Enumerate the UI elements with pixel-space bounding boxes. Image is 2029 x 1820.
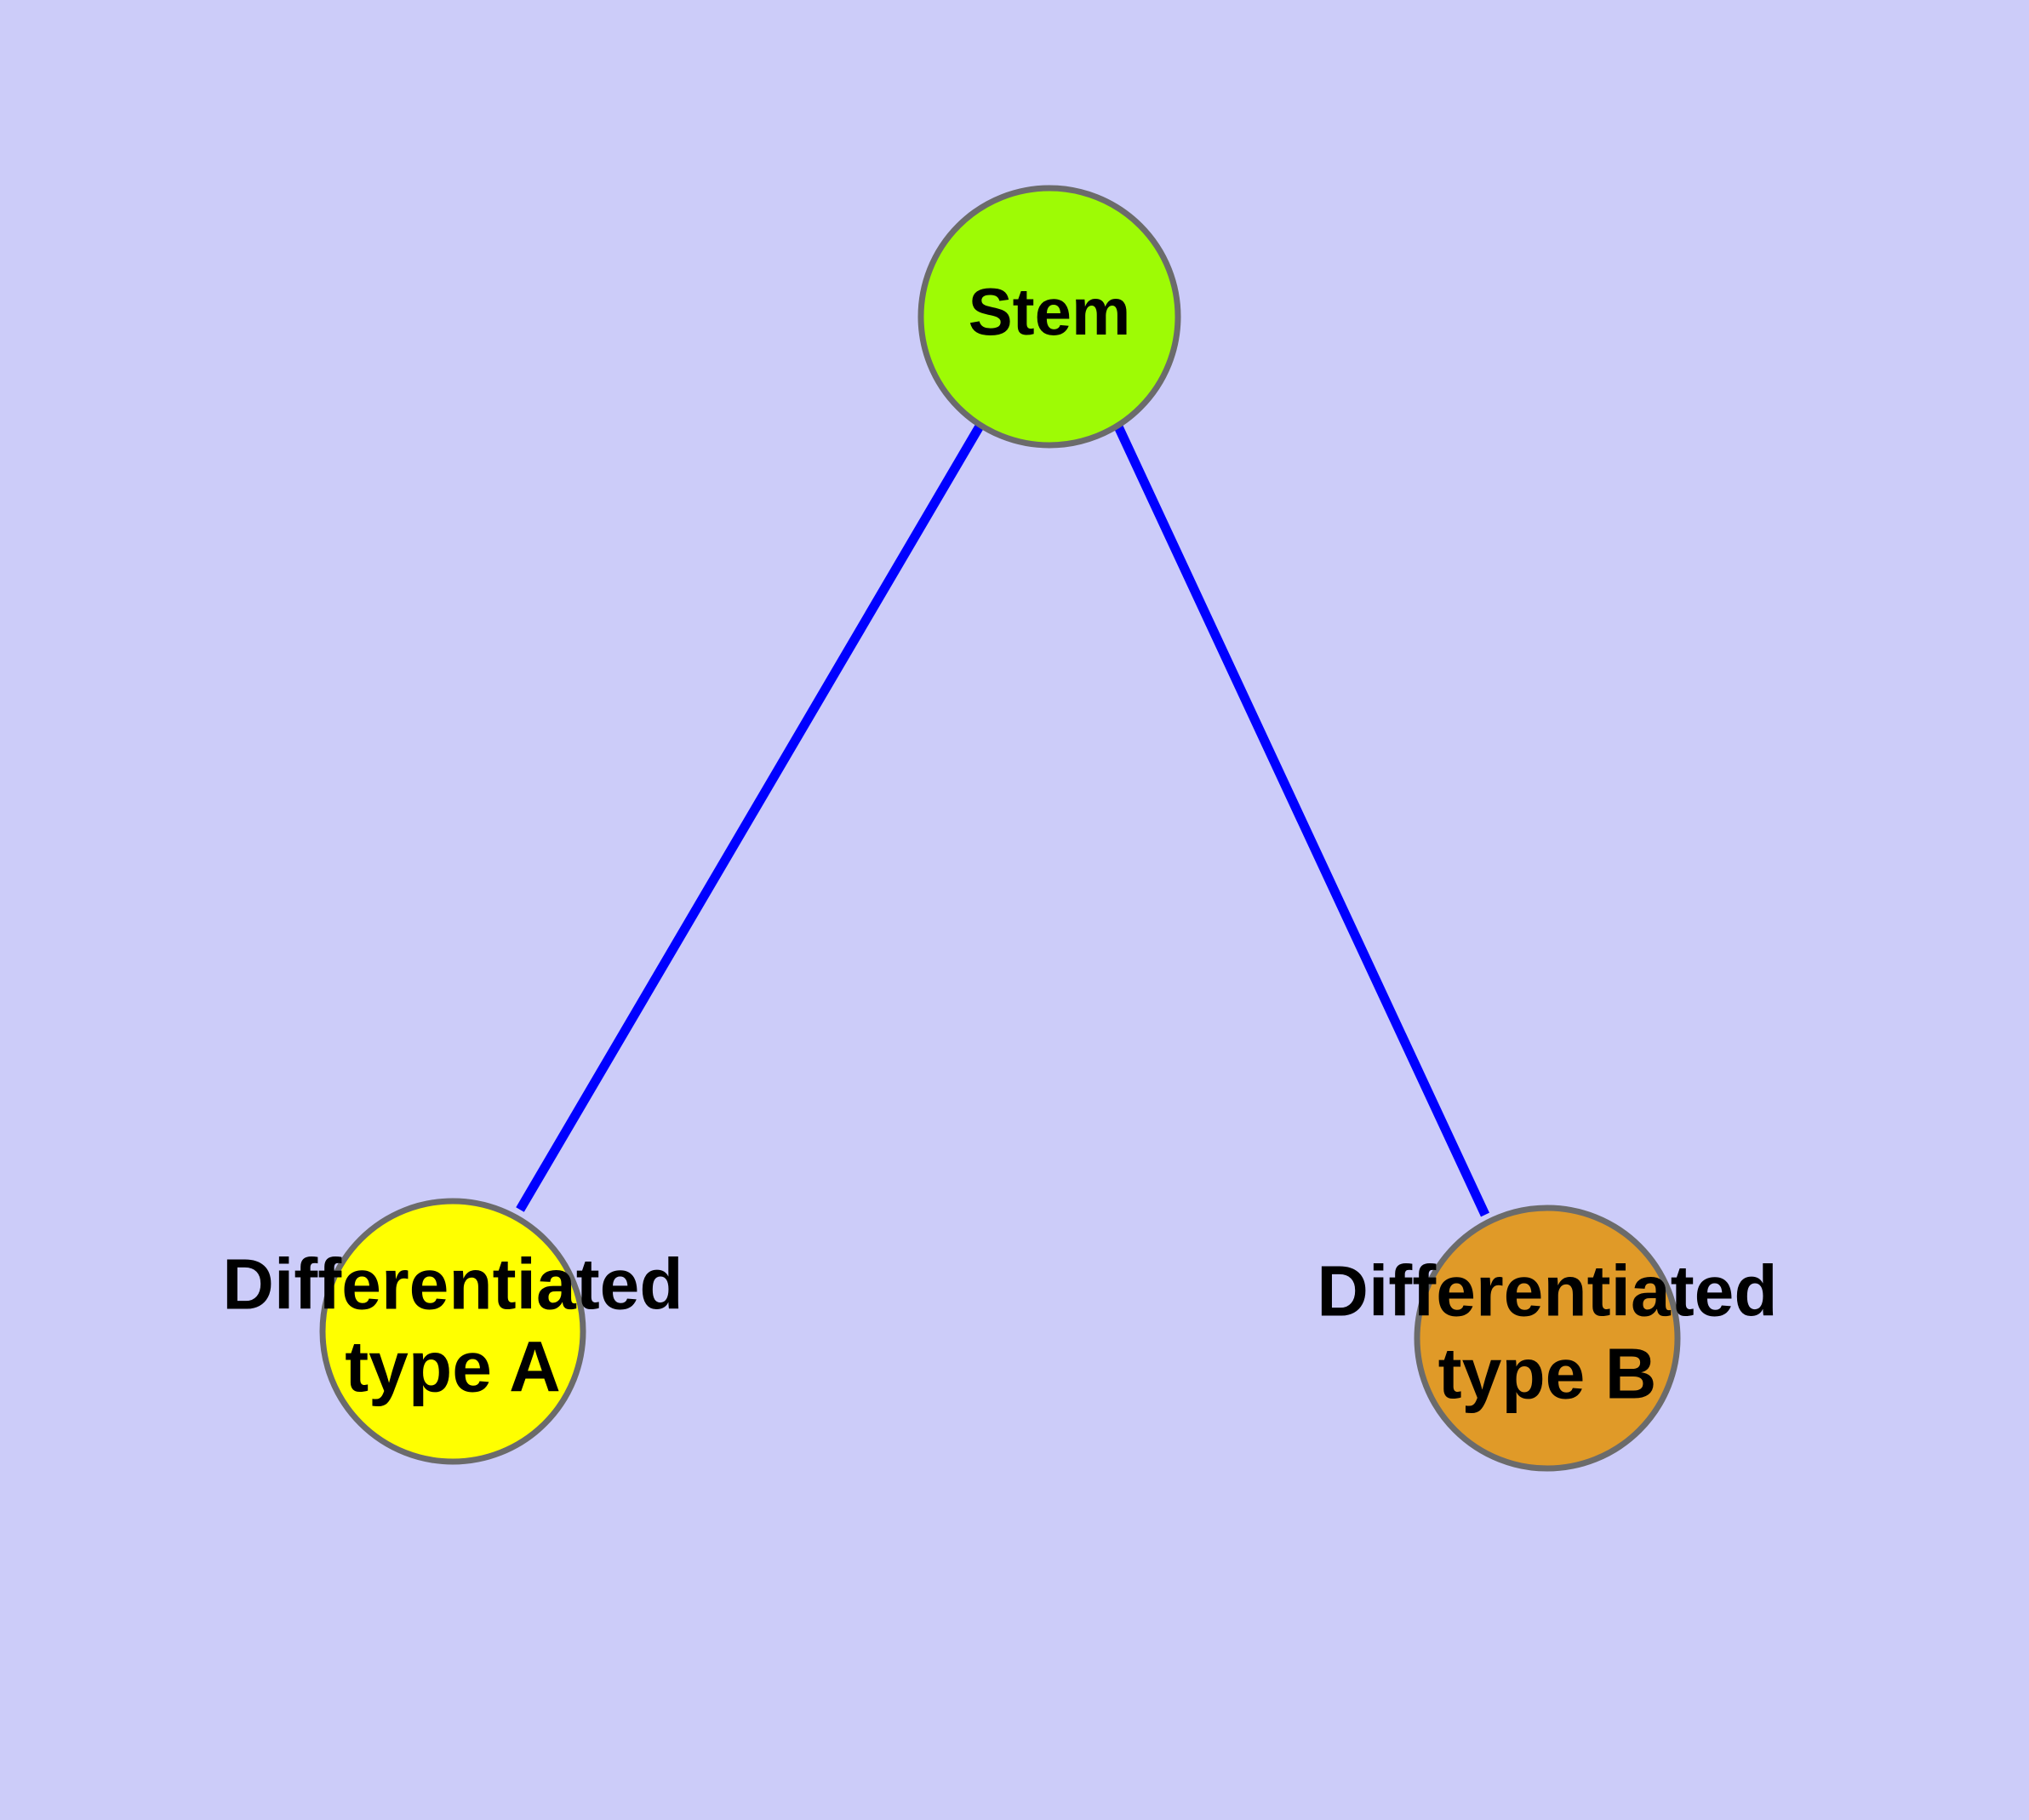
node-circle-stem[interactable] <box>917 185 1181 449</box>
node-stem[interactable]: Stem <box>917 185 1181 449</box>
edge-stem-diff-b[interactable] <box>1113 422 1489 1217</box>
node-circle-diff_a[interactable] <box>319 1198 586 1465</box>
node-label-line: Differentiated <box>222 1244 683 1324</box>
node-circle-diff_b[interactable] <box>1414 1205 1681 1472</box>
edges-group <box>516 422 1489 1217</box>
node-label-line: type A <box>345 1327 561 1407</box>
edge-stem-diff-a[interactable] <box>516 422 985 1212</box>
node-label-line: Stem <box>969 274 1131 349</box>
node-label-stem: Stem <box>969 274 1131 349</box>
node-label-line: Differentiated <box>1317 1251 1777 1331</box>
node-label-line: type B <box>1438 1334 1657 1414</box>
